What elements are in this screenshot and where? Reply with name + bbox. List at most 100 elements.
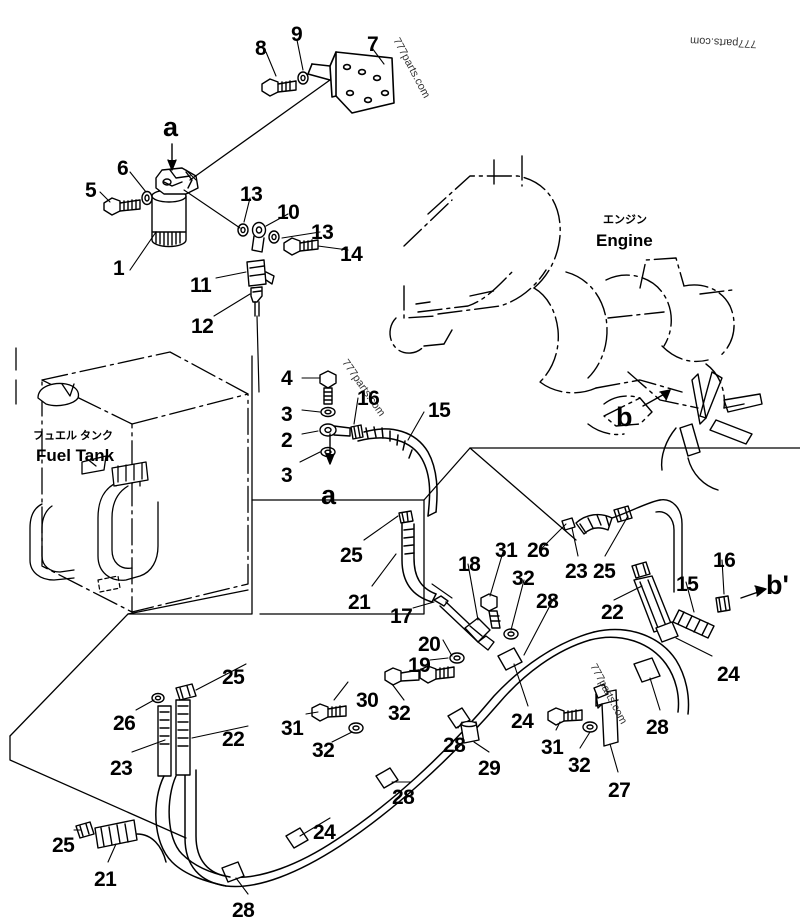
part-callout-28: 28 [536,590,559,613]
part-21-hose-center [401,523,437,603]
part-callout-11: 11 [190,274,212,297]
part-4-bolt [319,370,337,405]
part-callout-27: 27 [608,779,631,802]
engine-return-tube [655,499,683,593]
part-22-pipe-left [175,699,191,776]
part-23-hose-engine [575,513,613,535]
part-20-washer [449,652,465,664]
part-24-clamp-right [655,621,679,643]
platform-outline [9,355,800,839]
part-25-fitting-bottomleft [75,821,95,839]
part-32-washer-right [582,721,598,733]
part-31-bolt-right [547,707,583,726]
part-callout-15: 15 [428,399,451,422]
part-2-banjo [319,423,351,437]
part-12-nipple [250,286,263,317]
part-25-fitting-right2 [631,561,651,579]
engine-label-en: Engine [596,231,653,250]
part-29-sleeve [460,720,480,744]
part-callout-13: 13 [311,221,334,244]
part-callout-15: 15 [676,573,699,596]
part-callout-21: 21 [94,868,117,891]
part-callout-4: 4 [281,367,293,390]
part-11-valve [246,259,275,287]
part-callout-2: 2 [281,429,293,452]
part-5-bolt [103,197,141,216]
part-callout-3: 3 [281,464,293,487]
part-callout-28: 28 [646,716,669,739]
part-callout-23: 23 [110,757,133,780]
part-callout-10: 10 [277,201,300,224]
reference-mark-b-engine: b [616,402,633,432]
part-31-bolt-upper [480,593,501,629]
engine-fan [660,371,763,491]
left-pipe-elbow [155,775,231,887]
part-callout-32: 32 [512,567,535,590]
part-callout-23: 23 [565,560,588,583]
part-18-connector [464,617,491,643]
part-callout-3: 3 [281,403,293,426]
part-callout-24: 24 [313,821,336,844]
part-callout-28: 28 [232,899,255,922]
part-3-washer-upper [320,406,336,418]
part-callout-31: 31 [281,717,304,740]
part-callout-25: 25 [593,560,616,583]
part-7-bracket [307,51,395,114]
part-callout-25: 25 [222,666,245,689]
fuel-tank-details [29,382,159,581]
part-callout-31: 31 [541,736,564,759]
part-callout-13: 13 [240,183,263,206]
part-13-washer-lower [268,230,280,244]
part-callout-22: 22 [601,601,624,624]
reference-arrows [167,143,767,599]
part-19-bolt [419,665,455,684]
engine-label-jp: エンジン [603,214,647,226]
line-12-to-banjo [256,315,260,393]
part-callout-25: 25 [340,544,363,567]
part-15-hose-upper [357,426,438,517]
fuel-tank-label-en: Fuel Tank [36,446,115,465]
part-callout-32: 32 [388,702,411,725]
part-26-fitting-engine [561,517,576,531]
part-24-fuel-lines [184,628,690,888]
reference-mark-a-middle: a [321,480,337,510]
part-15-hose-right [672,609,715,639]
part-30-bolt [384,667,420,686]
part-32-washer-upper [503,628,519,640]
part-callout-5: 5 [85,179,97,202]
part-callout-26: 26 [113,712,136,735]
part-callout-31: 31 [495,539,518,562]
part-callout-28: 28 [443,734,466,757]
part-16-clamp-right [715,595,731,613]
part-callout-25: 25 [52,834,75,857]
leader-lines [73,39,725,895]
fuel-tank-port [97,575,121,593]
part-callout-32: 32 [568,754,591,777]
part-callout-30: 30 [356,689,379,712]
part-callout-8: 8 [255,37,267,60]
part-1-fuel-filter [151,189,187,248]
part-27-bracket [595,689,619,747]
part-callout-24: 24 [511,710,534,733]
part-10-banjo [251,221,267,253]
part-14-bolt [283,237,319,256]
part-callout-21: 21 [348,591,371,614]
part-9-washer [297,71,309,85]
part-callout-1: 1 [113,257,125,280]
part-callout-6: 6 [117,157,129,180]
part-8-bolt [261,78,297,97]
engine-outline [389,155,745,436]
filter-head-assembly [155,167,199,195]
part-26-fitting-left [151,692,165,704]
part-callout-20: 20 [418,633,441,656]
part-callout-18: 18 [458,553,481,576]
part-13-washer-upper [237,223,249,237]
part-31-bolt-lower-left [311,703,347,722]
part-6-washer [141,190,153,206]
part-32-washer-lower-left [348,722,364,734]
part-23-pipe-left [157,705,172,777]
part-16-clamp-upper [350,424,364,440]
part-28-clamp-bracket [593,683,609,699]
reference-mark-b-prime: b' [766,570,789,600]
